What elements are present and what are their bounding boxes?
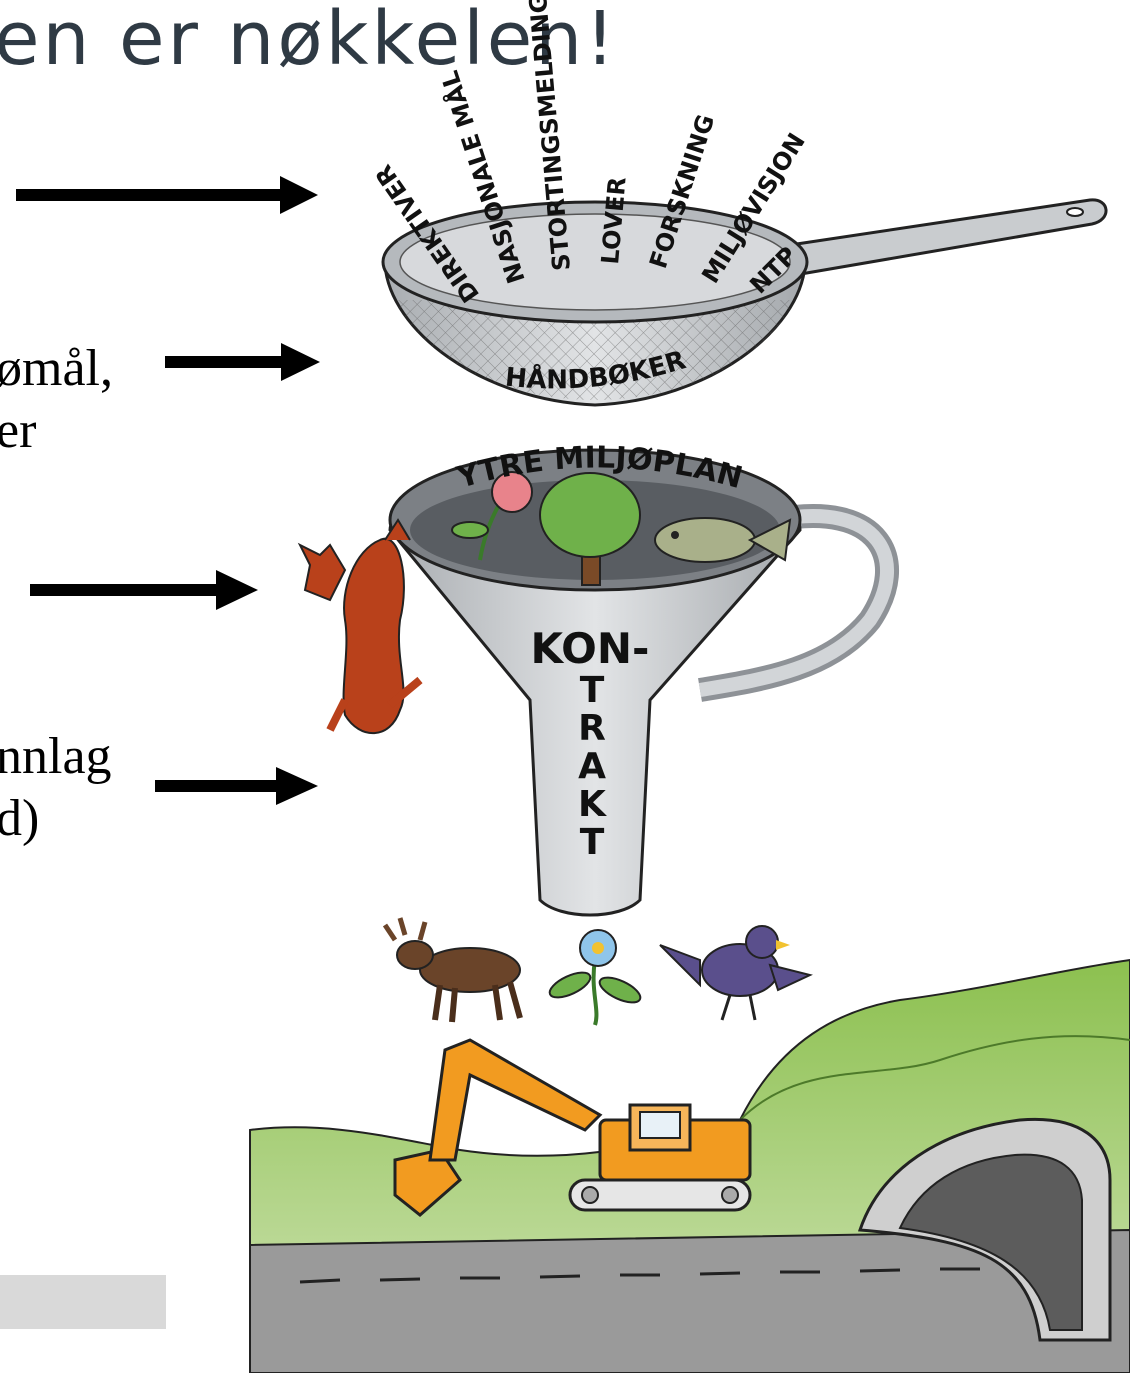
arrow-right-icon: [16, 176, 318, 214]
fox-icon: [300, 520, 420, 733]
flower-icon: [546, 930, 643, 1025]
arrow-right-icon: [30, 570, 258, 610]
funnel-stem-top: KON-: [531, 624, 650, 673]
arrow-right-icon: [165, 343, 320, 381]
moose-icon: [385, 918, 520, 1022]
funnel-stem-letter: R: [578, 708, 606, 749]
arrow-right-icon: [155, 767, 318, 805]
funnel-stem-letter: K: [578, 784, 607, 825]
funnel-stem-letter: T: [580, 822, 605, 863]
funnel-stem-letter: A: [578, 746, 606, 787]
funnel-stem-letter: T: [580, 670, 605, 711]
bird-icon: [660, 926, 810, 1020]
excavator-icon: [395, 1040, 750, 1215]
